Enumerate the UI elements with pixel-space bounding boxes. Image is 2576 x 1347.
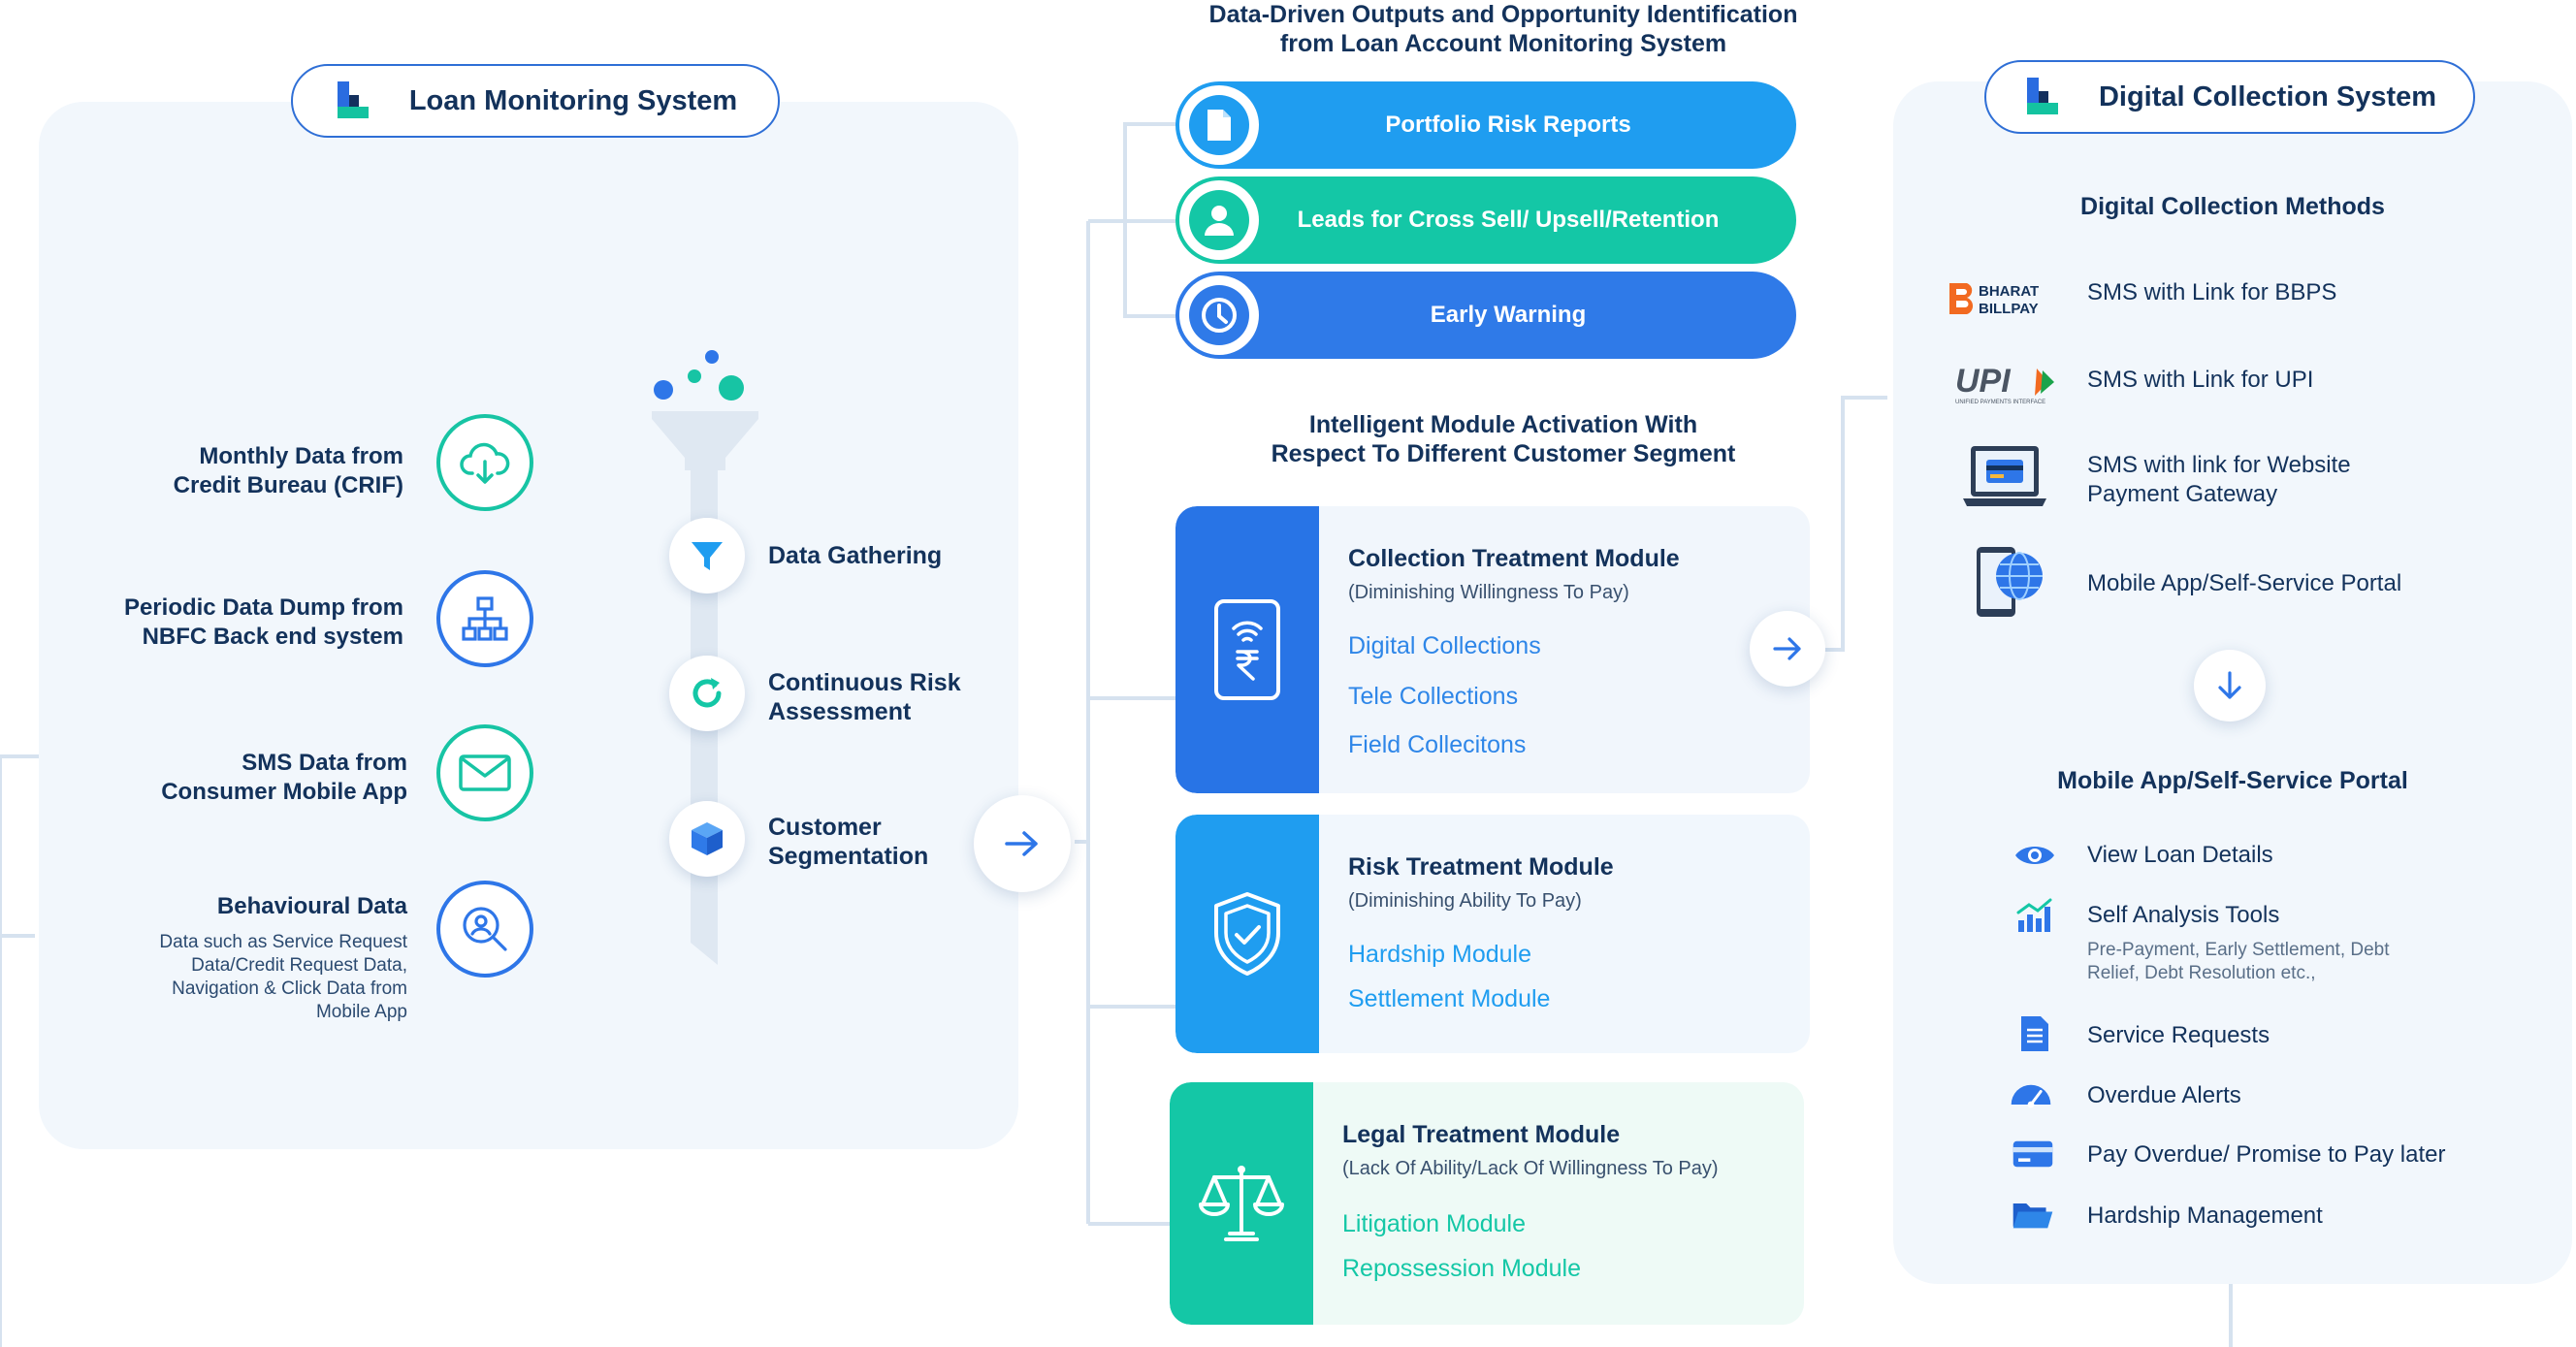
collection-entry-tele[interactable]: Tele Collections [1348, 683, 1519, 710]
method-label-mobile-app: Mobile App/Self-Service Portal [2087, 570, 2402, 596]
brand-logo-icon [334, 80, 376, 122]
risk-treatment-module: Risk Treatment Module (Diminishing Abili… [1175, 815, 1810, 1053]
portal-item-overdue-alerts[interactable]: Overdue Alerts [2087, 1082, 2241, 1108]
svg-text:BILLPAY: BILLPAY [1979, 301, 2039, 317]
bharat-billpay-logo: BHARAT BILLPAY [1948, 277, 2064, 320]
output-leads: Leads for Cross Sell/ Upsell/Retention [1175, 176, 1796, 264]
filter-icon [692, 542, 723, 570]
svg-text:UPI: UPI [1955, 363, 2012, 400]
portal-item-self-analysis[interactable]: Self Analysis Tools [2087, 902, 2280, 928]
portal-down-arrow[interactable] [2194, 650, 2266, 722]
document-icon [1208, 110, 1231, 141]
segmentation-next-arrow[interactable] [974, 795, 1071, 892]
collection-entry-digital[interactable]: Digital Collections [1348, 632, 1541, 659]
loan-monitoring-title-text: Loan Monitoring System [408, 84, 738, 116]
bar-chart-icon [2013, 896, 2056, 935]
user-icon [1205, 206, 1234, 236]
shield-check-icon [1214, 892, 1280, 976]
card-icon [2012, 1135, 2054, 1173]
upi-logo: UPI UNIFIED PAYMENTS INTERFACE [1953, 363, 2060, 405]
source-details-behavioural: Data such as Service Request Data/Credit… [159, 932, 407, 1022]
hierarchy-icon [462, 596, 508, 641]
stage-label-data-gathering: Data Gathering [768, 542, 943, 569]
risk-entry-settlement[interactable]: Settlement Module [1348, 985, 1551, 1012]
arrow-right-icon [1773, 637, 1801, 660]
legal-treatment-module: Legal Treatment Module (Lack Of Ability/… [1170, 1082, 1804, 1325]
portal-item-pay-overdue[interactable]: Pay Overdue/ Promise to Pay later [2087, 1141, 2446, 1168]
loan-monitoring-title: Loan Monitoring System [291, 64, 780, 138]
portal-item-view-loan[interactable]: View Loan Details [2087, 842, 2273, 868]
source-icon-behavioural [436, 881, 533, 978]
method-label-upi: SMS with Link for UPI [2087, 367, 2314, 393]
risk-module-subtitle: (Diminishing Ability To Pay) [1348, 890, 1582, 912]
output-early-warning: Early Warning [1175, 272, 1796, 359]
legal-module-title: Legal Treatment Module [1342, 1121, 1621, 1148]
brand-logo-icon [2023, 76, 2066, 118]
arrow-right-icon [1005, 831, 1038, 856]
digital-collection-title-text: Digital Collection System [2098, 80, 2437, 112]
phone-rupee-icon [1214, 599, 1280, 700]
outputs-heading: Data-Driven Outputs and Opportunity Iden… [1208, 1, 1798, 57]
risk-entry-hardship[interactable]: Hardship Module [1348, 941, 1531, 968]
output-portfolio-risk-reports: Portfolio Risk Reports [1175, 81, 1796, 169]
stage-icon-data-gathering [669, 518, 745, 593]
digital-collection-title: Digital Collection System [1984, 60, 2475, 134]
clock-icon [1202, 298, 1237, 333]
source-icon-nbfc [436, 570, 533, 667]
legal-module-subtitle: (Lack Of Ability/Lack Of Willingness To … [1342, 1158, 1719, 1179]
source-icon-sms [436, 724, 533, 821]
folder-icon [2012, 1195, 2054, 1234]
source-label-behavioural: Behavioural Data [216, 893, 407, 919]
portal-heading: Mobile App/Self-Service Portal [2057, 767, 2408, 794]
portal-item-hardship[interactable]: Hardship Management [2087, 1203, 2323, 1229]
method-label-bbps: SMS with Link for BBPS [2087, 279, 2337, 305]
portal-item-service-requests[interactable]: Service Requests [2087, 1022, 2270, 1048]
collection-treatment-module: Collection Treatment Module (Diminishing… [1175, 506, 1810, 793]
eye-icon [2013, 836, 2056, 875]
search-user-icon [463, 907, 507, 951]
laptop-card-icon [1961, 442, 2048, 510]
gauge-icon [2010, 1074, 2052, 1113]
collection-entry-field[interactable]: Field Collecitons [1348, 731, 1527, 758]
svg-text:UNIFIED PAYMENTS INTERFACE: UNIFIED PAYMENTS INTERFACE [1955, 400, 2045, 405]
arrow-down-icon [2218, 671, 2241, 699]
cube-icon [692, 822, 723, 855]
document-lines-icon [2013, 1014, 2056, 1053]
legal-entry-litigation[interactable]: Litigation Module [1342, 1210, 1527, 1237]
collection-module-title: Collection Treatment Module [1348, 545, 1680, 572]
collection-next-arrow[interactable] [1750, 611, 1825, 687]
refresh-icon [692, 678, 722, 708]
collection-module-subtitle: (Diminishing Willingness To Pay) [1348, 582, 1629, 603]
stage-icon-risk-assessment [669, 656, 745, 731]
svg-text:BHARAT: BHARAT [1979, 283, 2039, 300]
cloud-download-icon [460, 442, 510, 484]
mobile-globe-icon [1971, 543, 2052, 621]
risk-module-title: Risk Treatment Module [1348, 853, 1614, 881]
legal-entry-repossession[interactable]: Repossession Module [1342, 1255, 1581, 1282]
stage-icon-customer-segmentation [669, 801, 745, 877]
collection-methods-heading: Digital Collection Methods [2080, 193, 2385, 220]
source-icon-credit-bureau [436, 414, 533, 511]
scales-icon [1199, 1166, 1284, 1241]
mail-icon [459, 754, 511, 791]
